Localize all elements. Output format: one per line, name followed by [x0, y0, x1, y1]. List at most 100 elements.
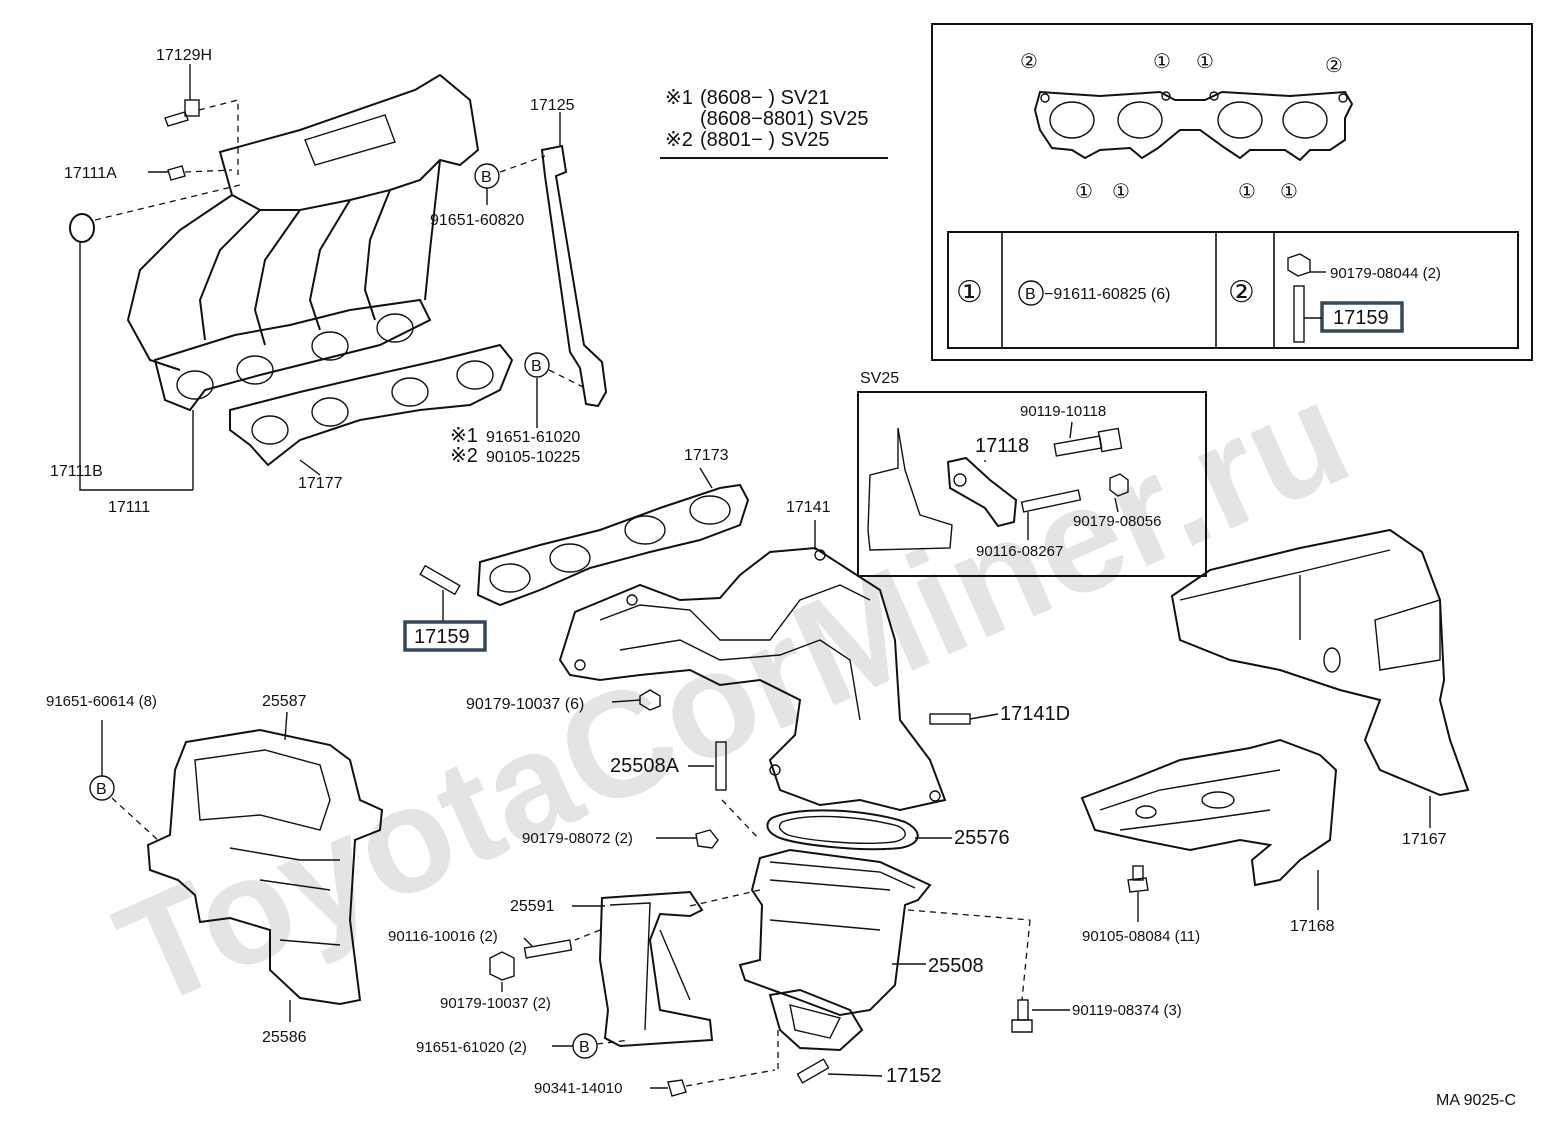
inset-gasket-hole	[1040, 93, 1050, 103]
inset-gasket-hole	[1161, 91, 1171, 101]
label-90179-10037-2: 90179-10037 (2)	[440, 995, 551, 1012]
gasket-25576	[766, 809, 952, 851]
figure-code: MA 9025-C	[1436, 1092, 1516, 1109]
stud-90116-10016	[523, 937, 573, 959]
inset-circle-top-4: ②	[1325, 55, 1343, 77]
intake-flange	[153, 298, 432, 412]
label-25576: 25576	[954, 827, 1010, 849]
inset-circle-top-1: ②	[1020, 51, 1038, 73]
label-25591: 25591	[510, 898, 555, 915]
label-25508: 25508	[928, 955, 984, 977]
label-90179-08072: 90179-08072 (2)	[522, 830, 633, 847]
label-25587: 25587	[262, 693, 307, 710]
stud-17159	[403, 564, 487, 652]
converter-25508	[738, 848, 1031, 1070]
sensor-17129H	[164, 111, 189, 127]
label-17141: 17141	[786, 499, 831, 516]
bolt-b-letter: B	[96, 781, 107, 798]
exhaust-gasket-17173	[476, 467, 750, 607]
inset-circle-bottom-1: ①	[1075, 181, 1093, 203]
inset-table-row1-part: −91611-60825 (6)	[1044, 286, 1170, 303]
inset-gasket-hole	[1209, 91, 1219, 101]
inset-gasket	[1033, 90, 1354, 162]
intake-plenum	[218, 73, 480, 211]
label-17177: 17177	[298, 475, 343, 492]
label-17173: 17173	[684, 447, 729, 464]
ring-17111B	[69, 213, 95, 243]
label-90341-14010: 90341-14010	[534, 1080, 622, 1097]
legend: ※1 (8608− ) SV21 (8608−8801) SV25 ※2 (88…	[660, 87, 888, 159]
nut-90179-08056	[1109, 473, 1129, 497]
legend-line-2: (8608−8801) SV25	[700, 108, 868, 130]
stay-17125: B B	[474, 112, 608, 428]
intake-port	[311, 331, 349, 361]
label-17141D: 17141D	[1000, 703, 1070, 725]
label-91651-61020-2: 91651-61020 (2)	[416, 1039, 527, 1056]
inset-table-bolt-symbol	[1018, 280, 1044, 306]
label-91651-61020: 91651-61020	[486, 429, 580, 446]
heat-insulator-left: B	[89, 711, 384, 1022]
bolt-90119-08374	[1011, 999, 1070, 1033]
inset-gasket-port-2	[1117, 101, 1163, 139]
bolt-b-letter: B	[579, 1039, 590, 1056]
heat-insulator-17168	[1080, 738, 1338, 910]
inset-gasket-port-1	[1049, 101, 1095, 139]
inset-circle-top-2: ①	[1153, 51, 1171, 73]
sv25-part-90179-08056: 90179-08056	[1073, 513, 1161, 530]
stud-17141D	[929, 713, 999, 725]
highlight-17159-inset	[1320, 301, 1404, 333]
inset-table-stud-part: 17159	[1333, 307, 1389, 329]
bolt-90341-14010	[650, 1069, 776, 1097]
inset-table-bolt-letter: B	[1025, 286, 1036, 303]
label-mark-2: ※2	[450, 445, 478, 467]
bolt-17111A	[167, 165, 186, 181]
gasket-inset: ② ① ① ② ① ① ① ① ① B −91611-60825 (6) ② 9…	[931, 23, 1533, 361]
stud-17152	[796, 1058, 883, 1084]
inset-table-key-1: ①	[956, 276, 983, 309]
exhaust-manifold-17141	[558, 520, 947, 812]
legend-mark-1: ※1	[665, 87, 693, 109]
nut-90179-10037-b	[489, 951, 515, 992]
label-mark-1: ※1	[450, 425, 478, 447]
label-17111: 17111	[108, 499, 150, 516]
inset-table	[947, 231, 1519, 349]
inset-table-key-2: ②	[1228, 276, 1255, 309]
inset-circle-bottom-4: ①	[1280, 181, 1298, 203]
intake-plenum-panel	[304, 114, 396, 166]
label-17152: 17152	[886, 1065, 942, 1087]
label-17111A: 17111A	[64, 165, 117, 182]
bracket-25591: B	[552, 889, 761, 1059]
label-17168: 17168	[1290, 918, 1335, 935]
label-25586: 25586	[262, 1029, 307, 1046]
intake-port	[236, 355, 274, 385]
label-90105-08084: 90105-08084 (11)	[1082, 928, 1200, 945]
label-90116-10016: 90116-10016 (2)	[388, 928, 498, 945]
inset-gasket-hole	[1338, 93, 1348, 103]
legend-mark-2: ※2	[665, 129, 693, 151]
sv25-manifold-fragment	[867, 427, 953, 551]
inset-table-nut-part: 90179-08044 (2)	[1330, 265, 1441, 282]
intake-gasket-17177	[229, 343, 514, 467]
label-17159: 17159	[414, 626, 470, 648]
highlight-17159	[403, 620, 487, 652]
legend-line-3: (8801− ) SV25	[700, 129, 830, 151]
sv25-part-90116-08267: 90116-08267	[976, 543, 1063, 560]
sv25-part-90119-10118: 90119-10118	[1020, 403, 1106, 420]
stud-25508A	[688, 741, 727, 791]
bolt-b-icon	[524, 352, 550, 378]
legend-line-1: (8608− ) SV21	[700, 87, 830, 109]
sv25-inset-frame	[857, 391, 1207, 577]
bracket-17118	[946, 456, 1018, 528]
nut-icon	[1287, 253, 1311, 277]
label-25508A: 25508A	[610, 755, 680, 777]
label-90119-08374: 90119-08374 (3)	[1072, 1002, 1182, 1019]
nut-90179-10037	[611, 689, 661, 711]
inset-circle-bottom-3: ①	[1238, 181, 1256, 203]
intake-port	[376, 313, 414, 343]
label-17111B: 17111B	[50, 463, 103, 480]
sv25-part-17118: 17118	[975, 435, 1029, 457]
stud-icon	[1293, 285, 1305, 343]
sv25-inset: SV25 90119-10118 17118 90179-08056 90116…	[857, 370, 1207, 577]
